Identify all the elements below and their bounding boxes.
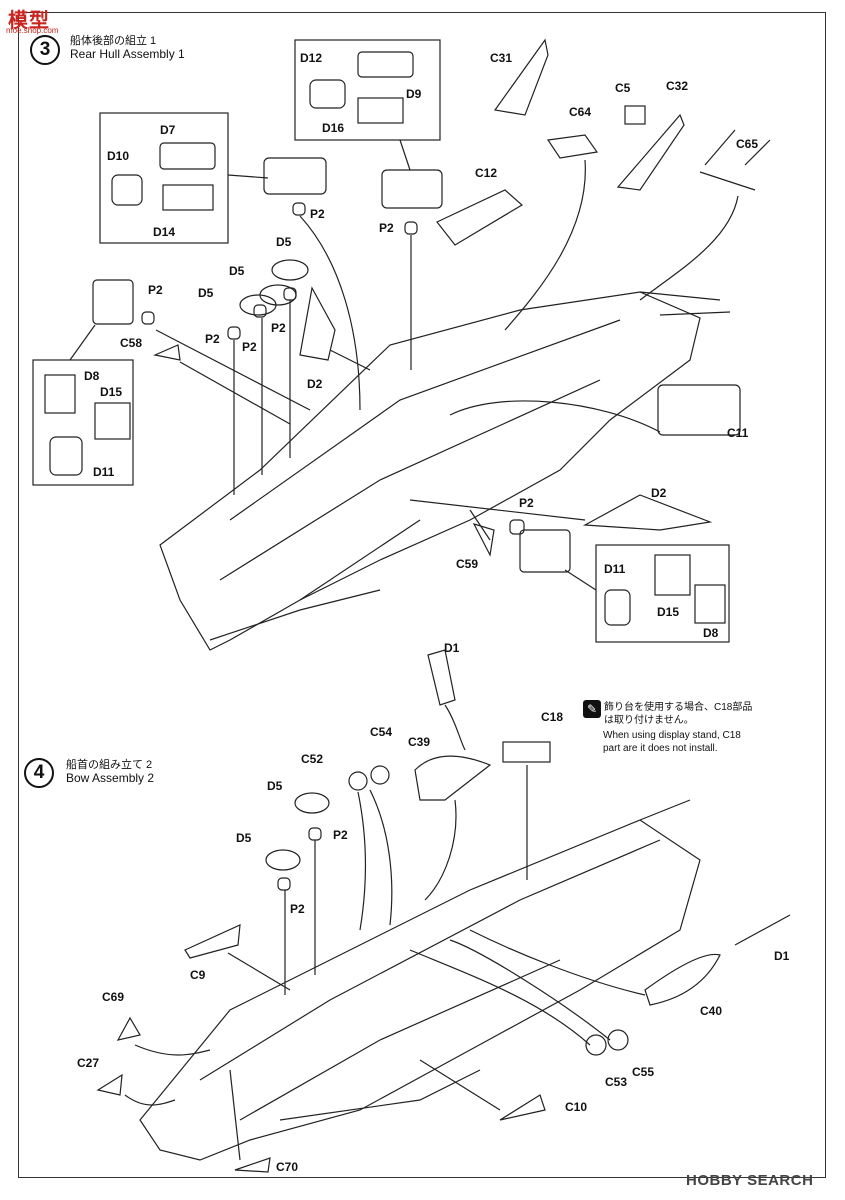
step-4-number: 4 <box>24 758 54 788</box>
part-label-c11: C11 <box>727 426 749 440</box>
note-jp-line-1: 飾り台を使用する場合、C18部品 <box>604 702 753 713</box>
part-label-c52: C52 <box>301 752 324 766</box>
part-label-c55: C55 <box>632 1065 655 1079</box>
part-label-d5-e: D5 <box>236 831 252 845</box>
part-label-c39: C39 <box>408 735 431 749</box>
part-label-d12: D12 <box>300 51 323 65</box>
part-label-d7: D7 <box>160 123 176 137</box>
part-label-d14: D14 <box>153 225 176 239</box>
step-3-number: 3 <box>30 35 60 65</box>
part-label-c53: C53 <box>605 1075 628 1089</box>
part-label-c18: C18 <box>541 710 564 724</box>
detail-box-d8-left <box>32 359 134 486</box>
part-label-d15-b: D15 <box>657 605 680 619</box>
watermark-url: moe.shop.com <box>6 26 59 35</box>
part-label-d11-a: D11 <box>93 465 115 479</box>
part-label-c70: C70 <box>276 1160 299 1174</box>
step-3-title-jp: 船体後部の組立 1 <box>70 35 157 47</box>
part-label-c59: C59 <box>456 557 479 571</box>
part-label-d5-b: D5 <box>229 264 245 278</box>
part-label-p2-b: P2 <box>379 221 394 235</box>
part-label-c64: C64 <box>569 105 592 119</box>
part-label-p2-d: P2 <box>271 321 286 335</box>
part-label-d16: D16 <box>322 121 345 135</box>
part-label-c32: C32 <box>666 79 689 93</box>
part-label-d11-b: D11 <box>604 562 626 576</box>
part-d7-art <box>159 142 216 170</box>
part-label-c12: C12 <box>475 166 498 180</box>
part-label-d9: D9 <box>406 87 422 101</box>
part-label-p2-a: P2 <box>310 207 325 221</box>
part-label-d2-b: D2 <box>651 486 667 500</box>
part-label-p2-i: P2 <box>290 902 305 916</box>
note-en-line-1: When using display stand, C18 <box>603 730 741 741</box>
part-label-p2-h: P2 <box>333 828 348 842</box>
part-label-c58: C58 <box>120 336 143 350</box>
part-label-c31: C31 <box>490 51 513 65</box>
part-label-d15-a: D15 <box>100 385 123 399</box>
part-label-d1-b: D1 <box>774 949 790 963</box>
detail-box-d8-right <box>595 544 730 643</box>
detail-box-d7 <box>99 112 229 244</box>
part-label-d5-a: D5 <box>276 235 292 249</box>
step-4-title-jp: 船首の組み立て 2 <box>66 759 153 771</box>
part-label-c5: C5 <box>615 81 631 95</box>
part-label-p2-f: P2 <box>242 340 257 354</box>
step-3-title-en: Rear Hull Assembly 1 <box>70 47 185 61</box>
pen-icon: ✎ <box>583 700 601 718</box>
part-label-d5-c: D5 <box>198 286 214 300</box>
page-frame <box>18 12 826 1178</box>
note-jp: 飾り台を使用する場合、C18部品 は取り付けません。 <box>604 701 804 727</box>
part-label-d8-a: D8 <box>84 369 100 383</box>
part-label-c10: C10 <box>565 1100 588 1114</box>
footer-brand: HOBBY SEARCH <box>686 1172 814 1189</box>
part-label-c54: C54 <box>370 725 393 739</box>
note-en-line-2: part are it does not install. <box>603 743 718 754</box>
part-label-c69: C69 <box>102 990 125 1004</box>
part-label-c9: C9 <box>190 968 206 982</box>
step-4-title-en: Bow Assembly 2 <box>66 771 155 785</box>
watermark-logo: 模型 <box>8 10 50 32</box>
part-label-d2-a: D2 <box>307 377 323 391</box>
part-label-c27: C27 <box>77 1056 100 1070</box>
part-label-p2-e: P2 <box>205 332 220 346</box>
part-label-p2-g: P2 <box>519 496 534 510</box>
part-label-d8-b: D8 <box>703 626 719 640</box>
part-label-d5-d: D5 <box>267 779 283 793</box>
part-label-d10: D10 <box>107 149 130 163</box>
detail-box-d12 <box>294 39 441 141</box>
note-en: When using display stand, C18 part are i… <box>603 729 803 755</box>
part-label-p2-c: P2 <box>148 283 163 297</box>
part-label-c40: C40 <box>700 1004 723 1018</box>
note-jp-line-2: は取り付けません。 <box>604 715 694 726</box>
part-label-d1-a: D1 <box>444 641 460 655</box>
part-label-c65: C65 <box>736 137 759 151</box>
